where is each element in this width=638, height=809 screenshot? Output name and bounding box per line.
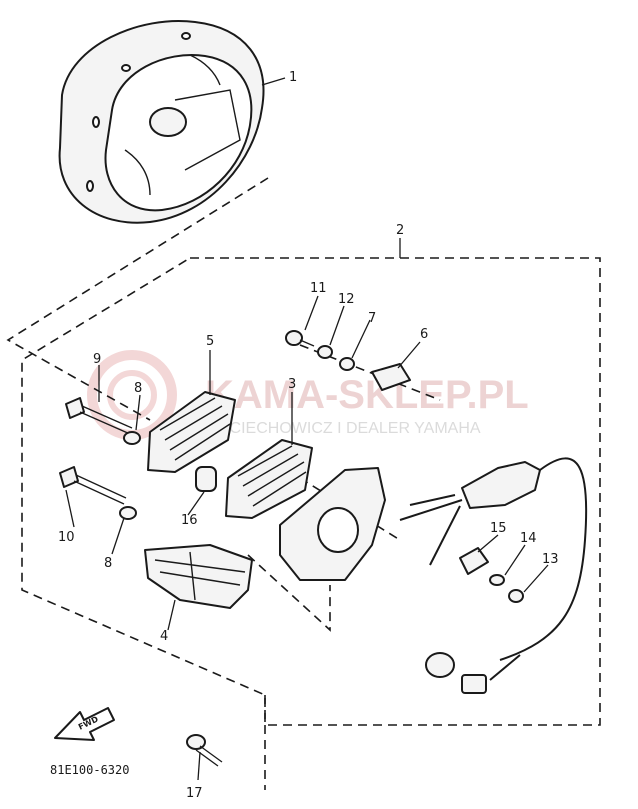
callout-17: 17 — [186, 786, 203, 801]
watermark-subtitle: JUCIECHOWICZ I DEALER YAMAHA — [210, 420, 481, 437]
screw-9 — [65, 397, 133, 435]
washer-12 — [317, 345, 333, 359]
washer-8-lower — [119, 506, 137, 520]
washer-14 — [489, 574, 505, 586]
screw-11 — [285, 330, 315, 347]
callout-3: 3 — [288, 377, 296, 392]
callout-14: 14 — [520, 531, 537, 546]
screw-7 — [339, 357, 355, 371]
catalog-number: 81E100-6320 — [50, 763, 129, 777]
bolt-17 — [186, 734, 223, 767]
screw-13 — [508, 589, 524, 603]
collar — [195, 466, 217, 492]
stator-assembly-outline — [6, 177, 601, 790]
flywheel-rotor — [58, 20, 265, 224]
callout-6: 6 — [420, 327, 428, 342]
callout-12: 12 — [338, 292, 355, 307]
source-coil-upper — [147, 391, 236, 473]
callout-7: 7 — [368, 311, 376, 326]
callout-9: 9 — [93, 352, 101, 367]
callout-8-upper: 8 — [134, 381, 142, 396]
callout-8-lower: 8 — [104, 556, 112, 571]
callout-4: 4 — [160, 629, 168, 644]
lead-clamp-15 — [459, 547, 489, 575]
washer-8-upper — [123, 431, 141, 445]
screw-10 — [59, 466, 127, 505]
fwd-arrow-icon: FWD — [54, 707, 115, 741]
source-coil-lower — [225, 439, 313, 519]
callout-10: 10 — [58, 530, 75, 545]
wire-clamp-6 — [371, 363, 411, 391]
wiring-harness — [399, 457, 588, 694]
callout-1: 1 — [289, 70, 297, 85]
callout-2: 2 — [396, 223, 404, 238]
callout-15: 15 — [490, 521, 507, 536]
stator-base-plate — [279, 467, 386, 581]
watermark: KAMA-SKLEP.PL JUCIECHOWICZ I DEALER YAMA… — [87, 350, 529, 440]
callout-16: 16 — [181, 513, 198, 528]
callout-13: 13 — [542, 552, 559, 567]
callout-5: 5 — [206, 334, 214, 349]
callout-11: 11 — [310, 281, 327, 296]
pulser-coil — [144, 544, 253, 609]
leader-lines — [65, 77, 549, 781]
watermark-title: KAMA-SKLEP.PL — [205, 373, 529, 417]
callout-numbers: 1 2 3 4 5 6 7 8 8 9 10 11 12 13 14 15 16… — [58, 70, 559, 801]
